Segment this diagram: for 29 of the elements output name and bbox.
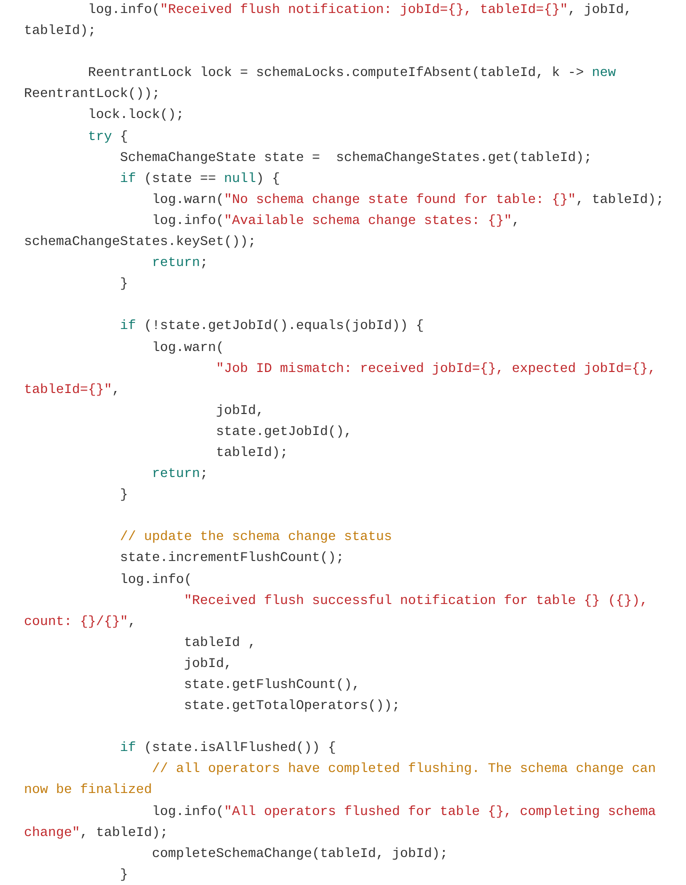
code-line: if (state == null) { [119, 170, 281, 189]
code-line: state.incrementFlushCount(); [119, 550, 345, 568]
code-line: log.warn("No schema change state found for table: {}", tableId); [151, 192, 665, 210]
code-line: ReentrantLock lock = schemaLocks.computeIfAbsent(tableId, k -> new ReentrantLock()); [24, 65, 617, 104]
code-line: return; [151, 255, 209, 274]
code-line: try { [87, 128, 129, 147]
code-line: if (!state.getJobId().equals(jobId)) { [119, 318, 425, 336]
code-line: SchemaChangeState state = schemaChangeStates.get(tableId); [119, 150, 593, 168]
code-line: state.getJobId(), [215, 424, 353, 442]
code-comment: // all operators have completed flushing. The schema change can now be finalized [24, 761, 657, 800]
code-line: log.info("All operators flushed for table {}, completing schema change", tableId); [24, 804, 657, 843]
code-line: return; [151, 466, 209, 484]
code-line: tableId); [215, 444, 289, 463]
code-line: tableId , [183, 634, 257, 653]
code-line: } [119, 487, 129, 506]
code-line: log.info( [119, 572, 193, 590]
code-line: completeSchemaChange(tableId, jobId); [151, 846, 449, 864]
code-line: if (state.isAllFlushed()) { [119, 740, 337, 758]
code-line: log.warn( [151, 340, 225, 358]
code-line: } [119, 866, 129, 885]
code-line: jobId, [215, 402, 265, 421]
code-line: state.getTotalOperators()); [183, 698, 401, 716]
code-line: log.info("Received flush notification: jobId={}, tableId={}", jobId, tableId); [24, 2, 633, 42]
code-line: lock.lock(); [87, 107, 185, 126]
code-line: jobId, [183, 656, 233, 674]
code-line: state.getFlushCount(), [183, 677, 361, 695]
code-line: } [119, 276, 129, 294]
code-line: log.info("Available schema change states: {}", schemaChangeStates.keySet()); [24, 212, 521, 252]
code-comment: // update the schema change status [119, 529, 393, 548]
